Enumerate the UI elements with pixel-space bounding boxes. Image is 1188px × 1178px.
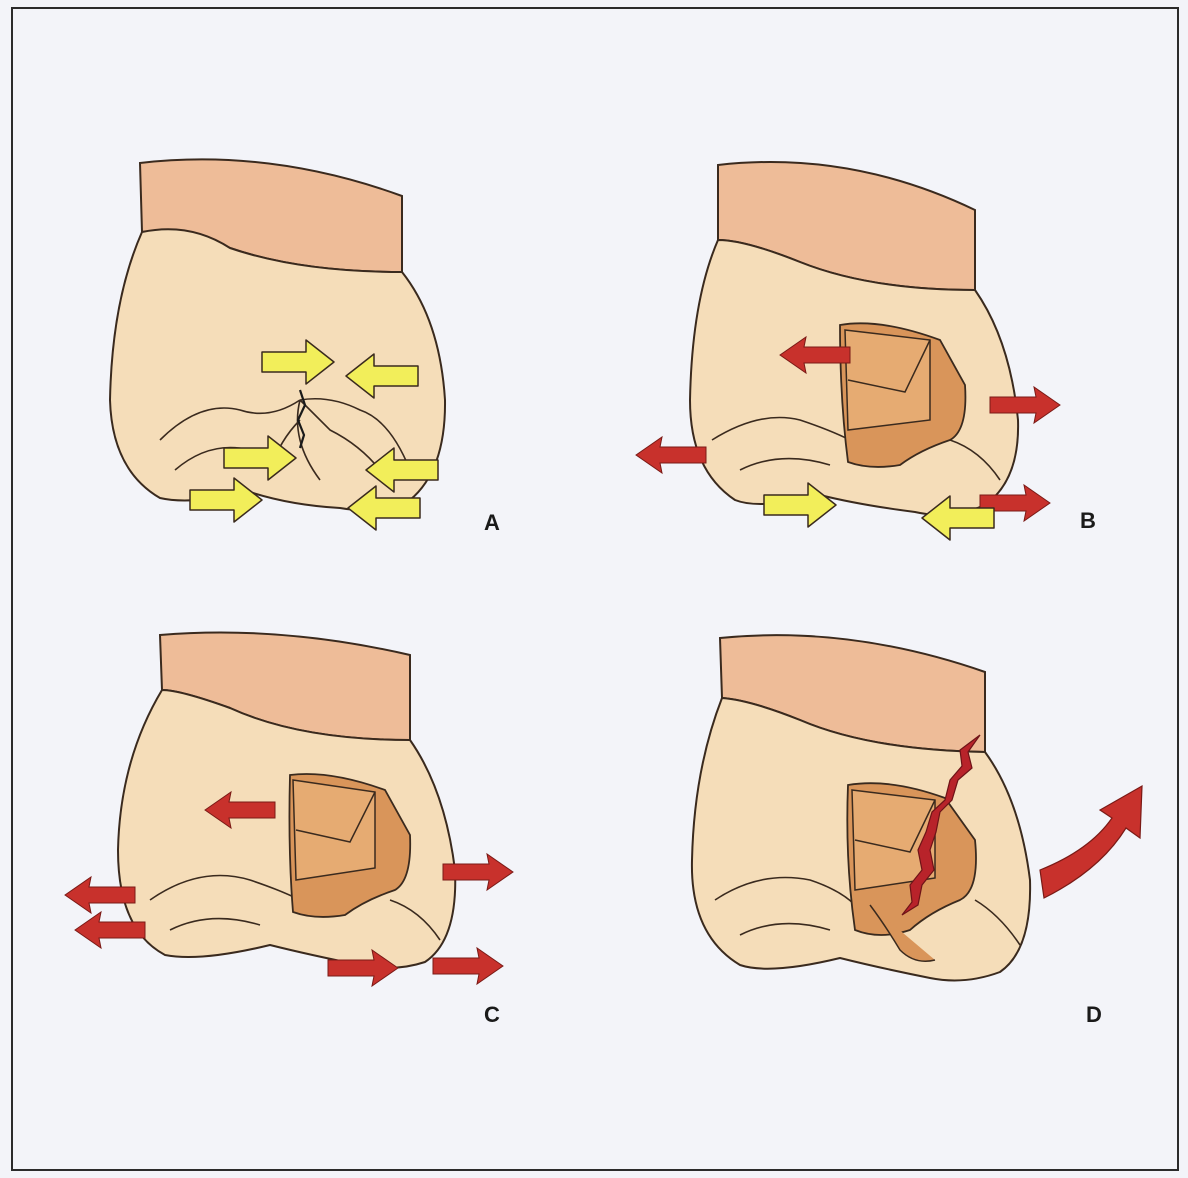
panel-label-d: D: [1086, 1002, 1102, 1027]
panel-label-b: B: [1080, 508, 1096, 533]
panel-c: C: [65, 633, 513, 1028]
panel-label-c: C: [484, 1002, 500, 1027]
fracture-arrow-d: [1040, 786, 1142, 898]
panel-d: D: [692, 635, 1142, 1027]
panel-a: A: [110, 159, 500, 535]
panel-b: B: [636, 162, 1096, 540]
panel-label-a: A: [484, 510, 500, 535]
